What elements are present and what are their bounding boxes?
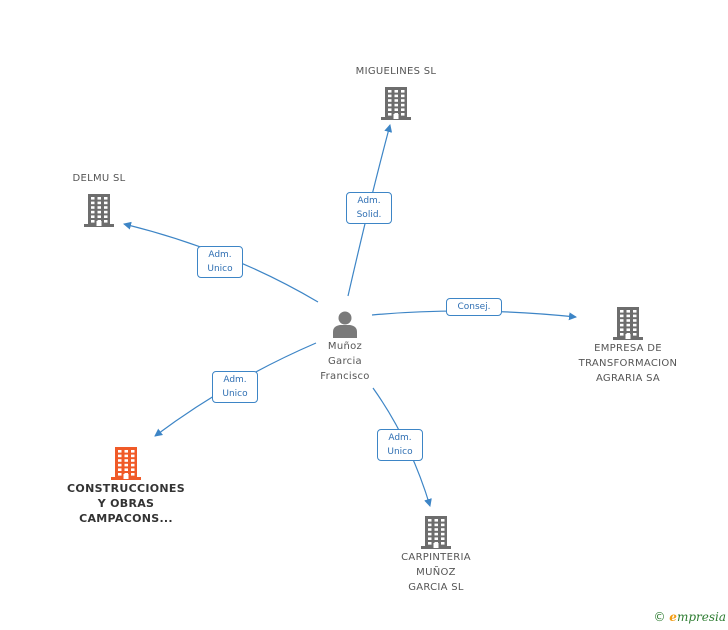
- person-name-line-1: Muñoz: [327, 341, 363, 352]
- company-node-construcciones[interactable]: CONSTRUCCIONES Y OBRAS CAMPACONS...: [56, 445, 196, 526]
- company-name-line-1: CONSTRUCCIONES: [67, 482, 185, 495]
- relation-label-line: Consej.: [457, 302, 491, 312]
- company-node-carpinteria[interactable]: CARPINTERIA MUÑOZ GARCIA SL: [378, 514, 494, 595]
- company-name-line-1: EMPRESA DE: [594, 343, 662, 354]
- person-name-line-2: Garcia: [328, 356, 362, 367]
- relation-label-line: Solid.: [356, 210, 382, 220]
- person-name-line-3: Francisco: [320, 371, 370, 382]
- company-node-empresa[interactable]: EMPRESA DE TRANSFORMACION AGRARIA SA: [562, 305, 694, 386]
- brand-logo-text: mpresia: [676, 610, 726, 624]
- relation-label-line: Adm.: [388, 433, 412, 443]
- relation-label-line: Adm.: [208, 250, 232, 260]
- relation-label-empresa[interactable]: Consej.: [446, 298, 502, 316]
- building-icon: [562, 305, 694, 341]
- building-icon: [378, 514, 494, 550]
- company-name-line: DELMU SL: [72, 173, 126, 184]
- company-name-line-3: AGRARIA SA: [595, 373, 661, 384]
- company-name-line-3: CAMPACONS...: [79, 512, 173, 525]
- relation-label-line: Unico: [387, 447, 413, 457]
- company-name-line-1: CARPINTERIA: [401, 552, 471, 563]
- company-name-line-2: MUÑOZ: [416, 567, 456, 578]
- relation-label-line: Unico: [207, 264, 233, 274]
- company-name-line-2: Y OBRAS: [97, 497, 155, 510]
- building-icon: [56, 445, 196, 481]
- relation-label-miguelines[interactable]: Adm. Solid.: [346, 192, 392, 224]
- brand-logo: empresia: [669, 610, 726, 624]
- company-node-delmu[interactable]: DELMU SL: [46, 171, 152, 228]
- company-node-miguelines[interactable]: MIGUELINES SL: [336, 64, 456, 121]
- person-node-center[interactable]: Muñoz Garcia Francisco: [302, 309, 388, 384]
- relation-label-line: Unico: [222, 389, 248, 399]
- copyright-icon: ©: [653, 610, 666, 624]
- relation-label-delmu[interactable]: Adm. Unico: [197, 246, 243, 278]
- person-icon: [302, 309, 388, 339]
- relation-label-construcciones[interactable]: Adm. Unico: [212, 371, 258, 403]
- relation-label-line: Adm.: [357, 196, 381, 206]
- brand-footer: © empresia: [653, 610, 726, 624]
- relation-label-carpinteria[interactable]: Adm. Unico: [377, 429, 423, 461]
- company-name-line-2: TRANSFORMACION: [578, 358, 678, 369]
- company-name-line-3: GARCIA SL: [408, 582, 464, 593]
- building-icon: [336, 85, 456, 121]
- company-name-line: MIGUELINES SL: [355, 66, 437, 77]
- building-icon: [46, 192, 152, 228]
- brand-logo-initial: e: [669, 610, 677, 624]
- relation-label-line: Adm.: [223, 375, 247, 385]
